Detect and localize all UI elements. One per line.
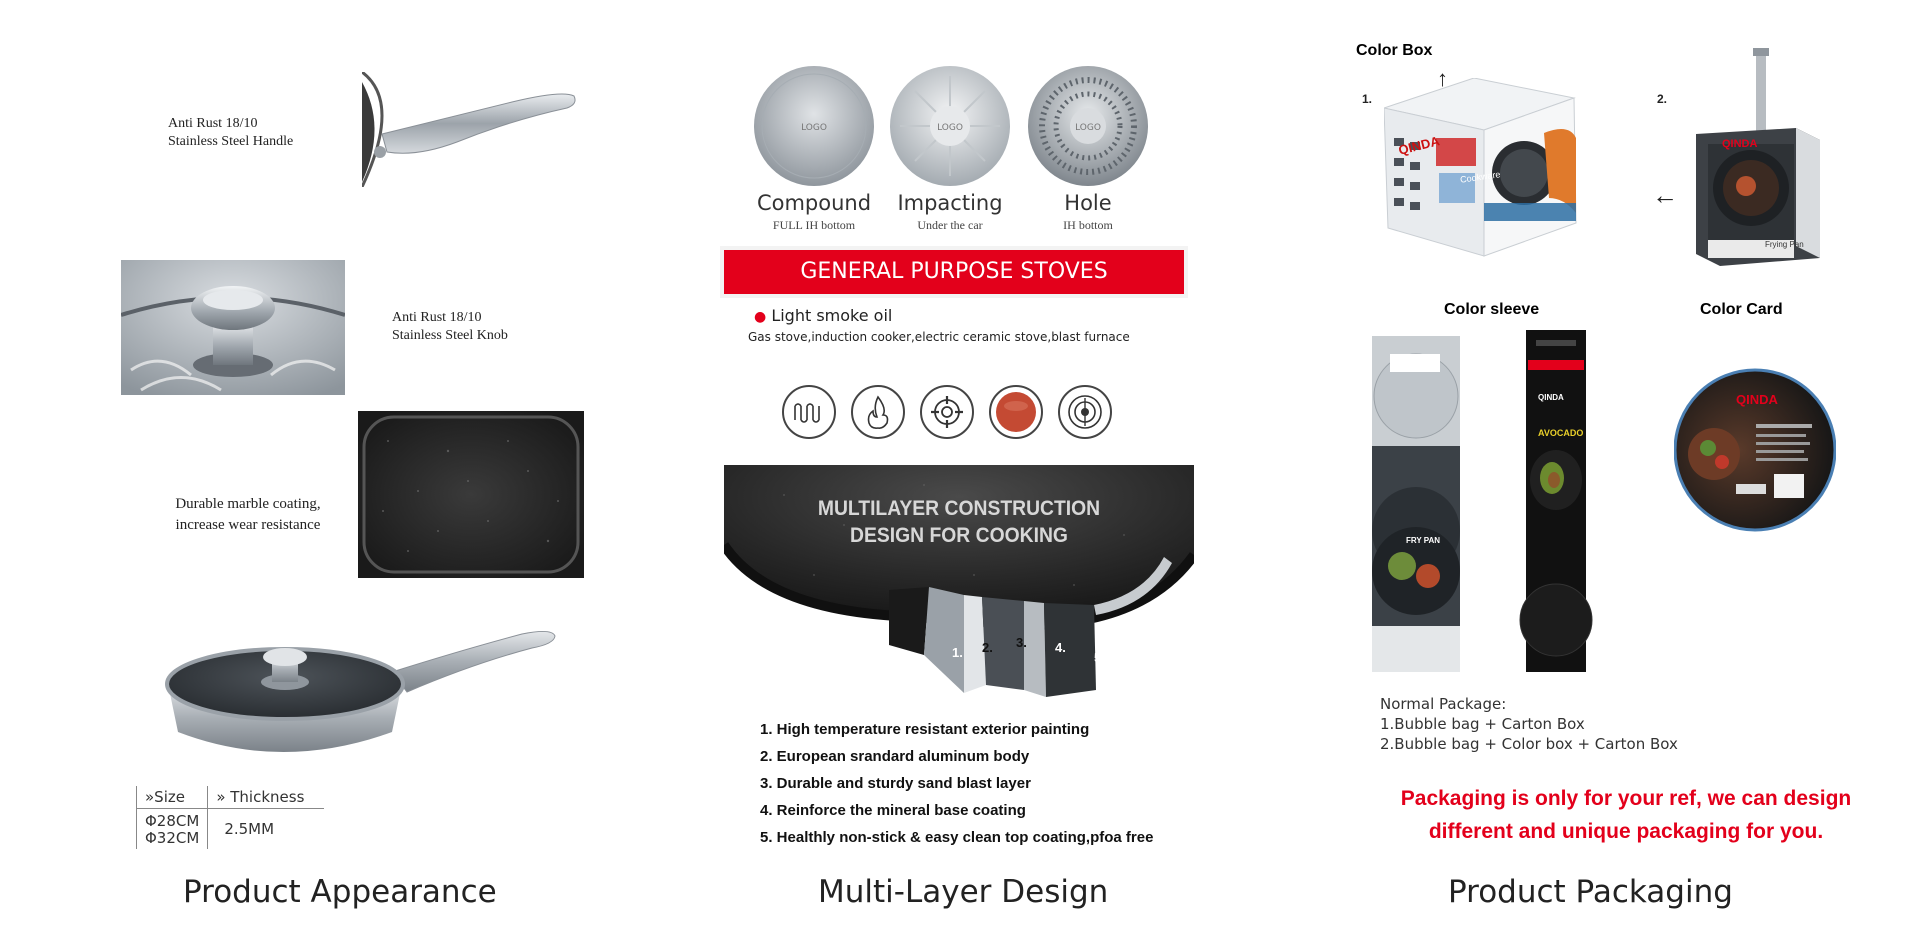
layer-list: 1. High temperature resistant exterior p… [760,716,1153,851]
thickness-header: » Thickness [207,786,325,809]
window-box-image [1696,48,1820,266]
size-header: »Size [135,786,209,809]
marble-coating-image [358,411,584,578]
layer-number-1: 1. [952,645,963,660]
disc-sub-compound: FULL IH bottom [772,218,856,232]
color-box-image [1384,78,1577,257]
list-item: 3. Durable and sturdy sand blast layer [760,775,1031,792]
color-box-title: Color Box [1356,42,1433,59]
flame-icon [851,385,905,439]
gas-burner-icon [920,385,974,439]
coating-label-line-2: increase wear resistance [175,517,321,533]
disc-logo: LOGO [1075,123,1101,133]
coating-label-line-1: Durable marble coating, [175,496,321,512]
size-values: Φ28CM Φ32CM [135,808,209,849]
list-item: 1. High temperature resistant exterior p… [760,721,1090,738]
color-box-number-1: 1. [1362,92,1373,106]
layer-number-4: 4. [1055,640,1066,655]
bullet-dot-icon: ● [754,309,767,325]
color-sleeve-title: Color sleeve [1444,301,1540,318]
sleeve-avocado-label: AVOCADO [1538,428,1584,438]
multilayer-design-caption: Multi-Layer Design [818,874,1109,910]
product-appearance-caption: Product Appearance [183,874,497,910]
electric-hob-icon [1058,385,1112,439]
frying-pan-image [165,630,556,752]
normal-package-block: Normal Package: 1.Bubble bag + Carton Bo… [1380,694,1678,754]
knob-label-line-1: Anti Rust 18/10 [392,310,482,325]
layer-number-3: 3. [1016,635,1027,650]
smoke-oil-line: ● Light smoke oil [754,306,892,325]
list-item: 5. Healthly non-stick & easy clean top c… [760,829,1154,846]
disc-logo: LOGO [801,123,827,133]
knob-label: Anti Rust 18/10 Stainless Steel Knob [392,309,508,345]
color-sleeve-grey-image [1372,336,1460,672]
compound-bottom-disc-image: LOGO [754,66,874,186]
color-card-image [1674,368,1836,532]
handle-label: Anti Rust 18/10 Stainless Steel Handle [168,115,293,151]
arrow-left-icon: ← [1652,180,1678,210]
induction-coil-icon [782,385,836,439]
handle-label-line-1: Anti Rust 18/10 [168,116,258,131]
disc-title-impacting: Impacting [897,191,1003,215]
knob-image [121,260,345,395]
ceramic-plate-icon [989,385,1043,439]
normal-package-line-2: 2.Bubble bag + Color box + Carton Box [1380,735,1678,753]
color-sleeve-black-image [1519,330,1593,672]
packaging-note-line-2: different and unique packaging for you. [1428,820,1824,843]
general-purpose-banner: GENERAL PURPOSE STOVES [724,250,1184,294]
multilayer-construction-image: MULTILAYER CONSTRUCTION DESIGN FOR COOKI… [724,465,1194,697]
disc-compound: LOGO [752,64,876,193]
disc-title-hole: Hole [1064,191,1112,215]
spec-value-row: Φ28CM Φ32CM 2.5MM [135,808,325,849]
spec-header-row: »Size » Thickness [135,786,325,809]
thickness-value: 2.5MM [224,820,275,838]
handle-label-line-2: Stainless Steel Handle [168,134,294,149]
disc-logo: LOGO [937,123,963,133]
smoke-oil-label: Light smoke oil [771,306,893,325]
layer-number-2: 2. [982,640,993,655]
normal-package-line-1: 1.Bubble bag + Carton Box [1380,715,1585,733]
disc-sub-impacting: Under the car [917,218,983,232]
list-item: 2. European srandard aluminum body [760,748,1030,765]
product-packaging-caption: Product Packaging [1448,874,1733,910]
construction-title: MULTILAYER CONSTRUCTION DESIGN FOR COOKI… [743,495,1175,549]
impacting-bottom-disc-image: LOGO [890,66,1010,186]
spec-table: »Size » Thickness Φ28CM Φ32CM 2.5MM [135,786,325,849]
construction-title-line-2: DESIGN FOR COOKING [850,524,1068,547]
color-box-number-2: 2. [1657,92,1668,106]
size-value-1: Φ28CM [145,812,200,830]
packaging-note: Packaging is only for your ref, we can d… [1366,782,1886,848]
stoves-text: Gas stove,induction cooker,electric cera… [748,330,1130,344]
construction-title-line-1: MULTILAYER CONSTRUCTION [817,497,1101,520]
color-card-title: Color Card [1700,301,1783,318]
normal-package-title: Normal Package: [1380,695,1507,713]
handle-image [362,72,576,187]
size-value-2: Φ32CM [145,829,200,847]
disc-sub-hole: IH bottom [1063,218,1113,232]
arrow-up-icon: ↑ [1437,66,1448,91]
list-item: 4. Reinforce the mineral base coating [760,802,1026,819]
hole-bottom-disc-image: LOGO [1028,66,1148,186]
brand-logo-card: QINDA [1736,392,1778,407]
disc-title-compound: Compound [756,191,872,215]
knob-label-line-2: Stainless Steel Knob [392,328,508,343]
layer-number-5: 5. [1094,650,1105,665]
sleeve-fry-pan-label: FRY PAN [1406,536,1441,545]
disc-impacting: LOGO [888,64,1012,193]
coating-label: Durable marble coating, increase wear re… [158,494,338,536]
brand-logo-window-box: QINDA [1722,138,1758,150]
packaging-note-line-1: Packaging is only for your ref, we can d… [1400,787,1852,810]
brand-logo-sleeve: QINDA [1538,393,1564,402]
disc-hole: LOGO [1026,64,1150,193]
frying-pan-tag: Frying Pan [1765,240,1804,249]
